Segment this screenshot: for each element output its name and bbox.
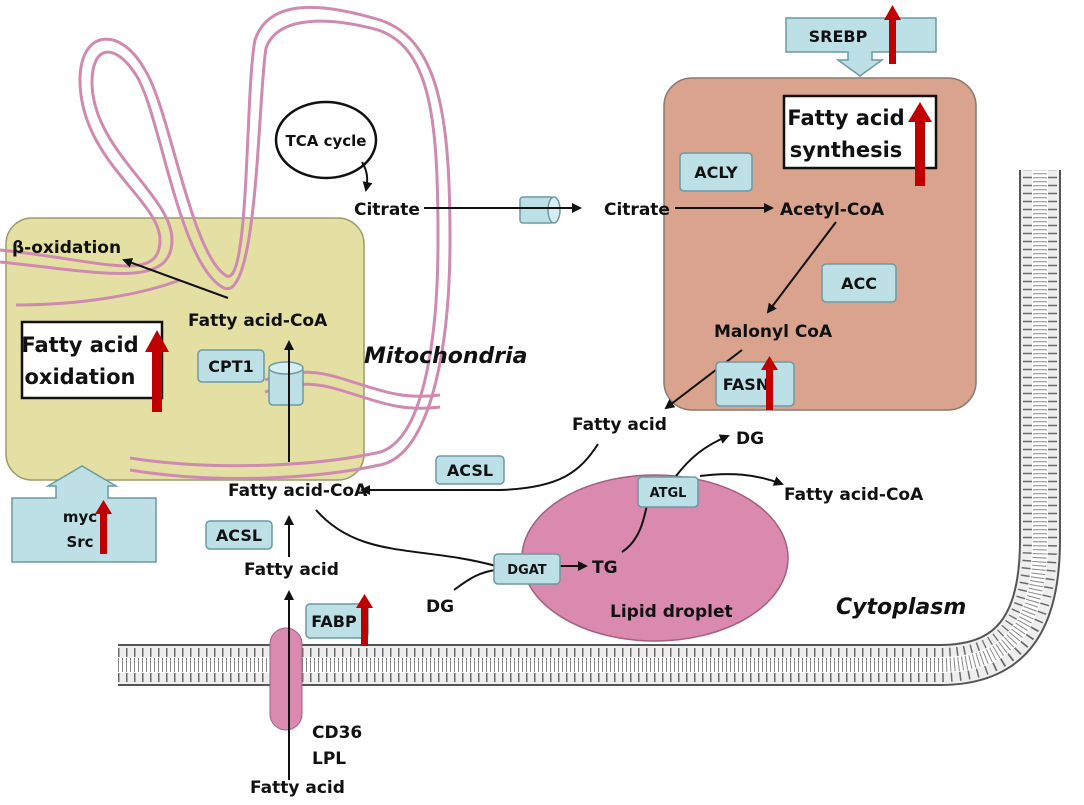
myc-label: myc (63, 508, 97, 526)
up-regulation-arrow-srebp-icon (884, 5, 901, 64)
mitochondrial-membrane (0, 5, 452, 480)
srebp-label: SREBP (809, 27, 868, 46)
fabp-label: FABP (311, 612, 357, 631)
lipid-droplet-label: Lipid droplet (610, 602, 733, 622)
fatty-acid-oxidation-line2: oxidation (25, 365, 136, 389)
arrow-tca-citrate (361, 161, 373, 192)
arrow-acetylcoa-malonyl (766, 221, 837, 314)
dgat-label: DGAT (507, 563, 547, 578)
cd36-transporter-icon (269, 627, 303, 731)
fasn-label: FASN (723, 375, 769, 394)
atgl-label: ATGL (650, 486, 687, 501)
fatty-acid-coa-mito-label: Fatty acid-CoA (188, 311, 328, 331)
tca-cycle-node (274, 100, 378, 180)
mitochondria-box (5, 217, 365, 481)
cpt1-label: CPT1 (208, 357, 254, 376)
fatty-acid-lower-label: Fatty acid (244, 560, 339, 580)
malonyl-coa-label: Malonyl CoA (714, 322, 833, 342)
arrow-atgl-dg (675, 434, 730, 477)
citrate-mito-label: Citrate (354, 200, 420, 220)
fatty-acid-synthesis-line1: Fatty acid (787, 106, 904, 130)
beta-oxidation-label: β-oxidation (12, 238, 121, 258)
arrow-atgl-fattyacidcoa (699, 473, 784, 486)
arrow-to-beta-oxidation (122, 258, 229, 299)
mitochondria-label: Mitochondria (364, 344, 528, 369)
fasn-box (715, 361, 795, 407)
atgl-box (637, 476, 699, 508)
src-label: Src (66, 533, 93, 551)
fatty-acid-mid-label: Fatty acid (572, 415, 667, 435)
arrow-fattyacid-to-coa (360, 443, 599, 495)
up-regulation-arrow-fabp-icon (356, 594, 373, 646)
acetyl-coa-label: Acetyl-CoA (780, 200, 885, 220)
acsl-mid-label: ACSL (447, 461, 493, 480)
mito-channel-icon (268, 361, 304, 406)
acc-box (821, 263, 897, 303)
fatty-acid-coa-center-label: Fatty acid-CoA (228, 481, 368, 501)
acsl-left-label: ACSL (216, 526, 262, 545)
tca-cycle-label: TCA cycle (286, 132, 367, 150)
dg-top-label: DG (736, 429, 764, 449)
up-regulation-arrow-synthesis-icon (908, 102, 932, 186)
acc-label: ACC (841, 274, 877, 293)
cell-membrane (118, 170, 1061, 686)
fatty-acid-coa-right-label: Fatty acid-CoA (784, 485, 924, 505)
up-regulation-arrow-myc-src-icon (95, 500, 112, 554)
acsl-left-box (205, 520, 273, 550)
cytoplasm-label: Cytoplasm (836, 595, 966, 620)
cpt1-box (197, 349, 265, 383)
acly-box (679, 152, 753, 192)
myc-src-block-arrow (11, 465, 157, 563)
acly-label: ACLY (694, 163, 738, 182)
acsl-mid-box (435, 455, 505, 485)
cd36-label: CD36 (312, 723, 362, 743)
fatty-acid-oxidation-box (20, 320, 164, 400)
arrow-coa-to-dgat (315, 509, 497, 567)
tg-label: TG (592, 558, 618, 578)
fatty-acid-oxidation-line1: Fatty acid (21, 333, 138, 357)
dgat-box (493, 553, 561, 585)
citrate-cyto-label: Citrate (604, 200, 670, 220)
up-regulation-arrows (95, 5, 932, 646)
arrow-malonyl-fattyacid (664, 349, 743, 410)
fatty-acid-synthesis-label-box (782, 94, 938, 170)
citrate-transporter-icon (519, 196, 561, 224)
up-regulation-arrow-fasn-icon (761, 356, 778, 410)
dg-bottom-label: DG (426, 597, 454, 617)
arrow-dg-to-dgat (453, 569, 497, 591)
up-regulation-arrow-oxidation-icon (145, 330, 169, 412)
fatty-acid-bottom-label: Fatty acid (250, 778, 345, 798)
srebp-block-arrow (785, 17, 937, 77)
fatty-acid-synthesis-line2: synthesis (790, 138, 903, 162)
lpl-label: LPL (312, 749, 346, 769)
